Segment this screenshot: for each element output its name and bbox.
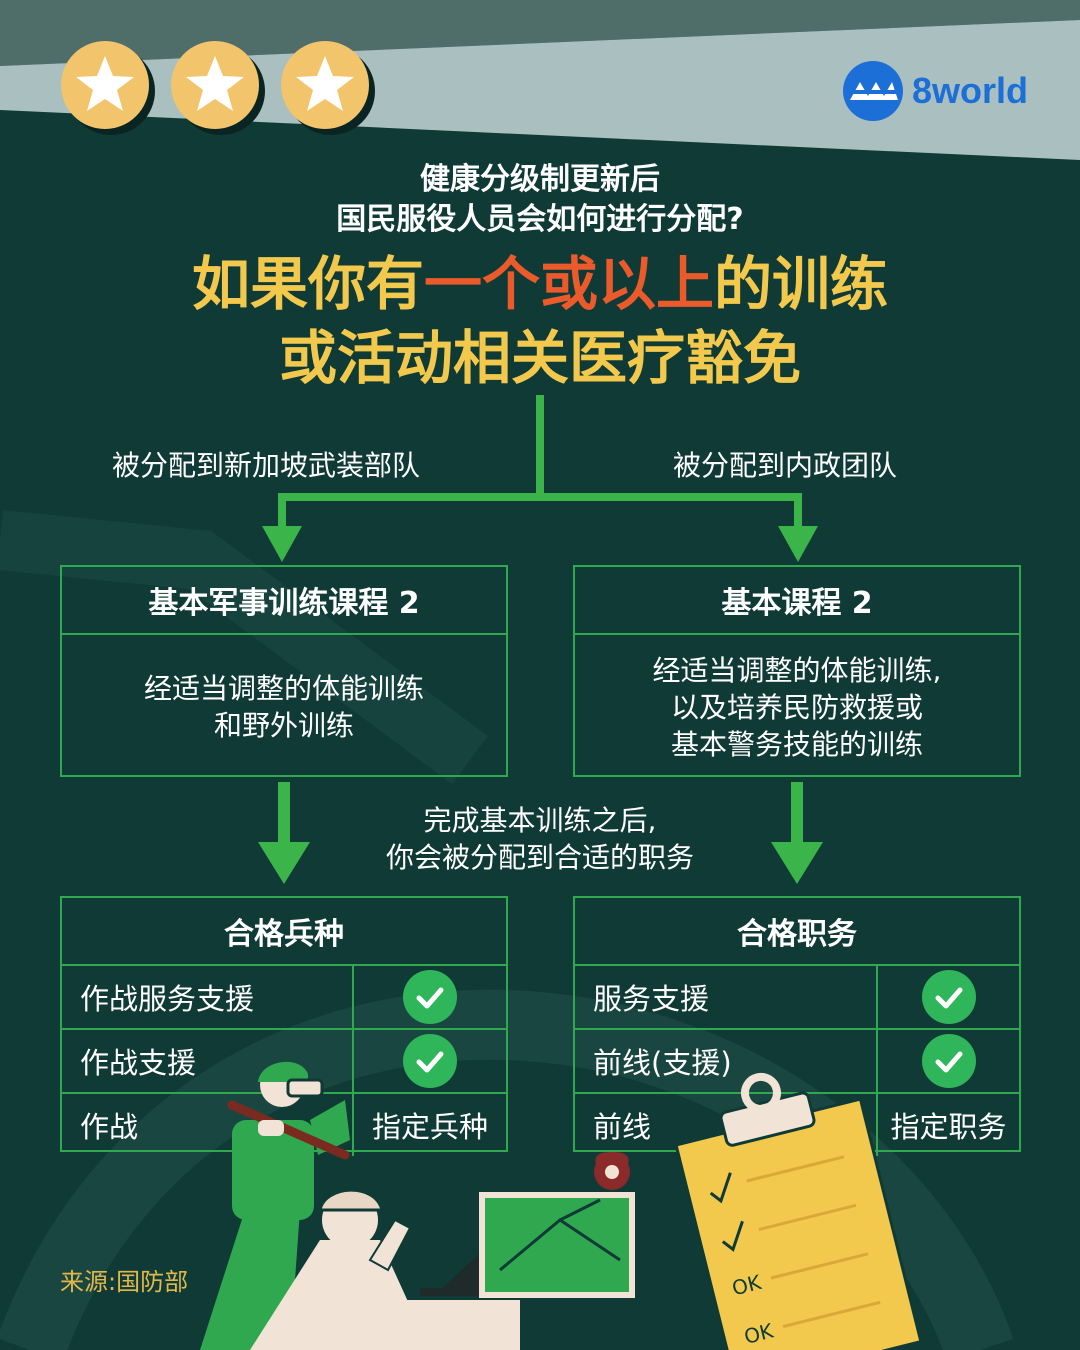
table-row: 服务支援 (575, 966, 1019, 1028)
row-label: 作战服务支援 (62, 966, 354, 1028)
course-left-line-2: 和野外训练 (213, 709, 354, 742)
course-right-line-1: 经适当调整的体能训练, (652, 653, 942, 687)
arrow-down-icon (262, 526, 302, 562)
arrow-down-icon (771, 842, 823, 884)
bg-arc-2 (0, 510, 488, 785)
course-left-line-1: 经适当调整的体能训练 (143, 672, 424, 705)
row-label: 作战支援 (62, 1030, 354, 1092)
role-table-title: 合格职务 (575, 898, 1019, 966)
source-credit: 来源:国防部 (60, 1268, 189, 1296)
vocation-table: 合格兵种 作战服务支援 作战支援 作战 指定兵种 (60, 896, 508, 1156)
middle-note-line-1: 完成基本训练之后, (423, 804, 657, 837)
table-row: 前线(支援) (575, 1028, 1019, 1092)
star-badge-3 (280, 40, 376, 140)
star-badge-1 (60, 40, 156, 140)
course-right-line-2: 以及培养民防救援或 (670, 690, 923, 724)
vocation-table-title: 合格兵种 (62, 898, 506, 966)
logo-mark-icon (843, 61, 903, 121)
branch-label-saf: 被分配到新加坡武装部队 (112, 449, 421, 482)
check-circle-icon (403, 970, 457, 1024)
table-row: 作战服务支援 (62, 966, 506, 1028)
course-title-right: 基本课程 2 (575, 567, 1019, 635)
subtitle-line-1: 健康分级制更新后 (420, 162, 660, 197)
headline-part-a: 如果你有 (191, 250, 424, 318)
row-status-text: 指定职务 (890, 1110, 1007, 1144)
row-status (878, 966, 1019, 1028)
course-title-left: 基本军事训练课程 2 (62, 567, 506, 635)
star-icon (281, 41, 375, 135)
row-label: 服务支援 (575, 966, 878, 1028)
row-label: 前线 (575, 1094, 878, 1156)
arrow-down-icon (258, 842, 310, 884)
clipboard-illustration: OK OK (674, 1072, 923, 1350)
headline-highlight: 一个或以上 (423, 250, 714, 318)
row-status (878, 1030, 1019, 1092)
check-circle-icon (921, 970, 976, 1024)
bg-arc (0, 989, 1014, 1350)
branch-label-hometeam: 被分配到内政团队 (673, 449, 898, 482)
check-circle-icon (403, 1034, 457, 1088)
middle-note-line-2: 你会被分配到合适的职务 (385, 841, 694, 874)
headline-line-1: 如果你有一个或以上的训练 (0, 248, 1080, 320)
map-pin-icon (594, 1152, 630, 1190)
row-status (354, 1030, 506, 1092)
middle-note: 完成基本训练之后, 你会被分配到合适的职务 (330, 802, 750, 876)
subtitle-line-2: 国民服役人员会如何进行分配? (336, 202, 744, 237)
logo-text: 8world (912, 70, 1029, 111)
headline-part-c: 的训练 (714, 250, 889, 318)
star-icon (171, 41, 265, 135)
star-icon (61, 41, 155, 135)
course-box-left: 基本军事训练课程 2 经适当调整的体能训练 和野外训练 (60, 565, 508, 777)
row-status-text: 指定兵种 (371, 1110, 488, 1144)
table-row: 作战支援 (62, 1028, 506, 1092)
star-badge-2 (170, 40, 266, 140)
row-label: 作战 (62, 1094, 354, 1156)
map-screen-illustration (479, 1192, 635, 1298)
soldier-laptop-illustration (250, 1188, 540, 1350)
headline-line-2: 或活动相关医疗豁免 (278, 324, 801, 392)
arrow-down-icon (778, 526, 818, 562)
top-dark-band (0, 0, 1080, 66)
brand-logo: 8world (842, 60, 1028, 122)
course-box-right: 基本课程 2 经适当调整的体能训练, 以及培养民防救援或 基本警务技能的训练 (573, 565, 1021, 777)
course-right-line-3: 基本警务技能的训练 (670, 727, 923, 761)
top-light-band (0, 20, 1080, 160)
check-circle-icon (921, 1034, 976, 1088)
row-status (354, 966, 506, 1028)
course-body-right: 经适当调整的体能训练, 以及培养民防救援或 基本警务技能的训练 (575, 635, 1019, 779)
row-label: 前线(支援) (575, 1030, 878, 1092)
illustrations: OK OK (200, 1061, 923, 1350)
course-body-left: 经适当调整的体能训练 和野外训练 (62, 635, 506, 779)
